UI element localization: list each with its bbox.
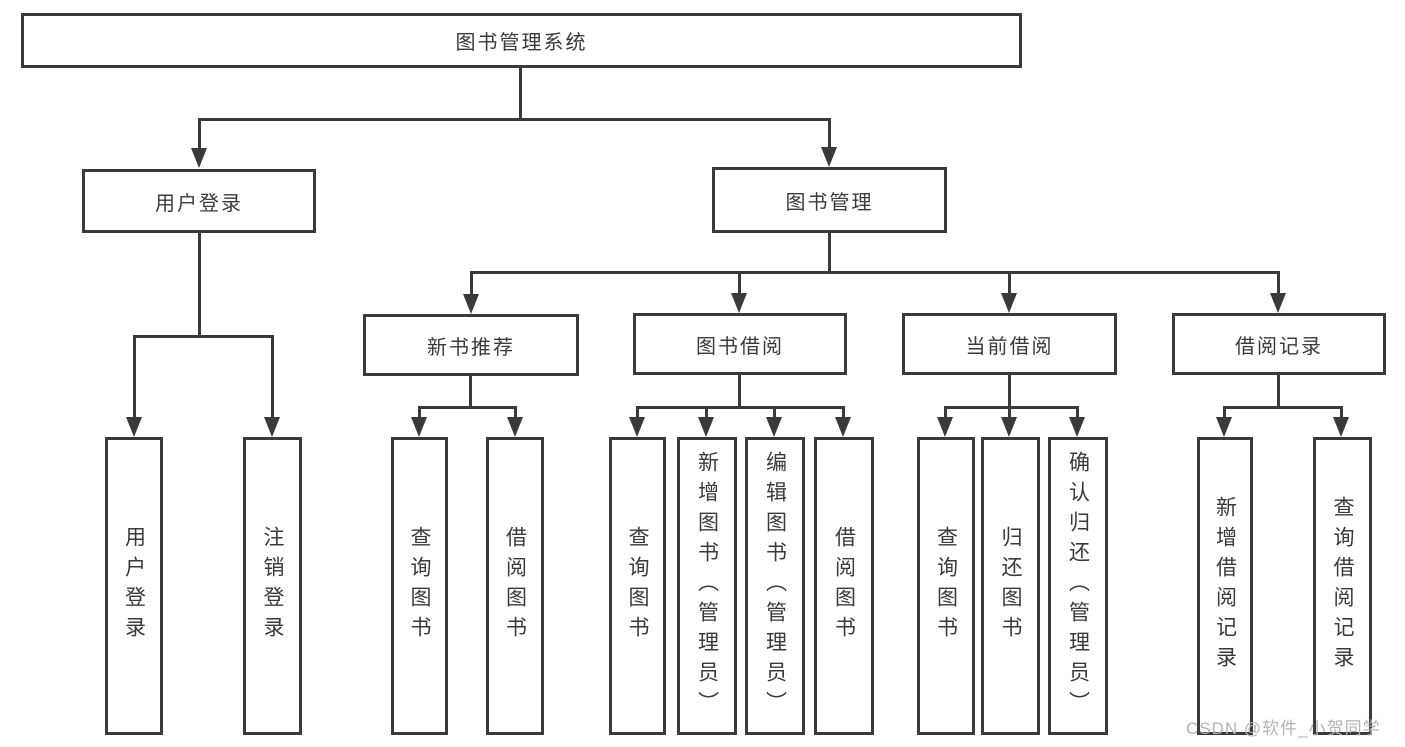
connector-line	[133, 335, 274, 338]
leaf-add-books-admin: 新增图书（管理员）	[677, 437, 737, 735]
node-root-label: 图书管理系统	[455, 32, 588, 54]
connector-line	[1223, 406, 1226, 418]
connector-line	[198, 232, 201, 337]
leaf-add-borrow-record: 新增借阅记录	[1197, 437, 1253, 735]
node-book-management-branch-label: 图书管理	[785, 191, 874, 214]
leaf-return-books-label: 归还图书	[999, 526, 1022, 646]
node-root: 图书管理系统	[21, 13, 1022, 68]
leaf-edit-books-admin: 编辑图书（管理员）	[745, 437, 805, 735]
connector-line	[519, 66, 522, 119]
arrow-down-icon	[507, 417, 523, 437]
connector-line	[944, 406, 1079, 409]
node-current-borrowing: 当前借阅	[902, 313, 1117, 375]
arrow-down-icon	[629, 417, 645, 437]
connector-line	[738, 375, 741, 409]
arrow-down-icon	[1001, 293, 1017, 313]
node-new-book-recommendation: 新书推荐	[363, 314, 579, 376]
node-new-book-recommendation-label: 新书推荐	[427, 336, 515, 359]
arrow-down-icon	[463, 294, 479, 314]
leaf-confirm-return-admin-label: 确认归还（管理员）	[1066, 451, 1090, 721]
connector-line	[514, 406, 517, 418]
csdn-watermark: CSDN @软件_小贺同学	[1186, 719, 1381, 738]
leaf-logout-label: 注销登录	[261, 526, 284, 646]
connector-line	[738, 271, 741, 294]
leaf-borrow-books-recommend-label: 借阅图书	[503, 526, 527, 646]
connector-line	[198, 118, 831, 121]
connector-line	[828, 118, 831, 149]
node-book-borrowing: 图书借阅	[633, 313, 847, 375]
arrow-down-icon	[191, 148, 207, 168]
leaf-query-books-current-label: 查询图书	[934, 526, 958, 646]
connector-line	[828, 232, 831, 274]
node-user-login-branch-label: 用户登录	[155, 192, 243, 215]
arrow-down-icon	[126, 417, 142, 437]
node-book-management-branch: 图书管理	[712, 167, 947, 233]
connector-line	[1277, 271, 1280, 294]
connector-line	[1223, 406, 1343, 409]
arrow-down-icon	[411, 417, 427, 437]
leaf-return-books: 归还图书	[981, 437, 1040, 735]
leaf-edit-books-admin-label: 编辑图书（管理员）	[763, 451, 787, 721]
connector-line	[198, 118, 201, 150]
leaf-query-borrow-record-label: 查询借阅记录	[1331, 496, 1354, 676]
node-book-borrowing-label: 图书借阅	[696, 335, 784, 358]
leaf-borrow-books-recommend: 借阅图书	[486, 437, 544, 735]
connector-line	[705, 406, 708, 418]
leaf-borrow-books: 借阅图书	[814, 437, 874, 735]
leaf-user-login-label: 用户登录	[122, 526, 146, 646]
leaf-logout: 注销登录	[243, 437, 302, 735]
arrow-down-icon	[731, 293, 747, 313]
leaf-borrow-books-label: 借阅图书	[832, 526, 856, 646]
node-current-borrowing-label: 当前借阅	[965, 335, 1054, 358]
leaf-add-borrow-record-label: 新增借阅记录	[1213, 496, 1237, 676]
arrow-down-icon	[1216, 417, 1232, 437]
leaf-query-books-borrowing: 查询图书	[609, 437, 666, 735]
connector-line	[418, 406, 421, 418]
arrow-down-icon	[835, 417, 851, 437]
connector-line	[1008, 406, 1011, 418]
arrow-down-icon	[821, 147, 837, 167]
arrow-down-icon	[1270, 293, 1286, 313]
connector-line	[133, 335, 136, 418]
connector-line	[418, 406, 517, 409]
leaf-confirm-return-admin: 确认归还（管理员）	[1048, 437, 1108, 735]
connector-line	[944, 406, 947, 418]
node-user-login-branch: 用户登录	[82, 169, 316, 233]
arrow-down-icon	[698, 417, 714, 437]
arrow-down-icon	[1333, 417, 1349, 437]
arrow-down-icon	[264, 417, 280, 437]
leaf-add-books-admin-label: 新增图书（管理员）	[695, 451, 719, 721]
connector-line	[1340, 406, 1343, 418]
connector-line	[1008, 271, 1011, 294]
arrow-down-icon	[1069, 417, 1085, 437]
connector-line	[842, 406, 845, 418]
arrow-down-icon	[1001, 417, 1017, 437]
leaf-user-login: 用户登录	[105, 437, 163, 735]
connector-line	[1277, 375, 1280, 409]
leaf-query-books-recommend: 查询图书	[391, 437, 448, 735]
connector-line	[636, 406, 845, 409]
arrow-down-icon	[937, 417, 953, 437]
arrow-down-icon	[766, 417, 782, 437]
connector-line	[469, 375, 472, 409]
connector-line	[636, 406, 639, 418]
leaf-query-borrow-record: 查询借阅记录	[1313, 437, 1372, 735]
connector-line	[271, 335, 274, 418]
leaf-query-books-current: 查询图书	[917, 437, 975, 735]
leaf-query-books-borrowing-label: 查询图书	[626, 526, 649, 646]
connector-line	[470, 271, 1280, 274]
leaf-query-books-recommend-label: 查询图书	[408, 526, 431, 646]
connector-line	[470, 271, 473, 294]
node-borrowing-records-label: 借阅记录	[1235, 335, 1323, 358]
connector-line	[1008, 375, 1011, 409]
node-borrowing-records: 借阅记录	[1172, 313, 1386, 375]
connector-line	[1076, 406, 1079, 418]
connector-line	[773, 406, 776, 418]
